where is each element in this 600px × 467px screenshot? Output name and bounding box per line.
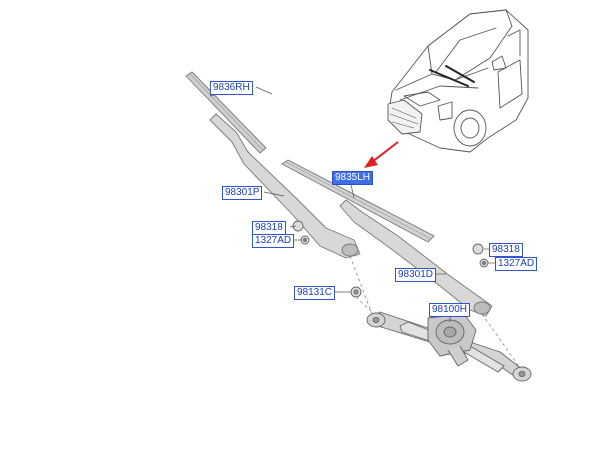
label-pivot-cap: 98131C xyxy=(294,286,336,300)
wiper-blade-lh-drawing xyxy=(281,159,435,243)
label-cap-right: 98318 xyxy=(489,243,523,257)
label-wiper-blade-lh: 9835LH xyxy=(332,171,374,185)
label-wiper-blade-rh: 9836RH xyxy=(210,81,253,95)
label-cap-left: 98318 xyxy=(252,221,286,235)
label-wiper-arm-d: 98301D xyxy=(395,268,437,282)
pointer-arrow xyxy=(364,141,399,168)
wiper-blade-rh-drawing xyxy=(185,71,267,154)
wiper-arm-p-drawing xyxy=(209,113,361,259)
car-illustration xyxy=(387,9,529,153)
wiper-arm-d-drawing xyxy=(339,199,493,317)
label-nut-left: 1327AD xyxy=(252,234,295,248)
linkage-motor-drawing xyxy=(366,311,532,382)
label-linkage-motor: 98100H xyxy=(429,303,471,317)
label-nut-right: 1327AD xyxy=(495,257,538,271)
label-wiper-arm-p: 98301P xyxy=(222,186,263,200)
dashed-center-lines xyxy=(349,255,521,369)
small-parts xyxy=(292,220,489,298)
